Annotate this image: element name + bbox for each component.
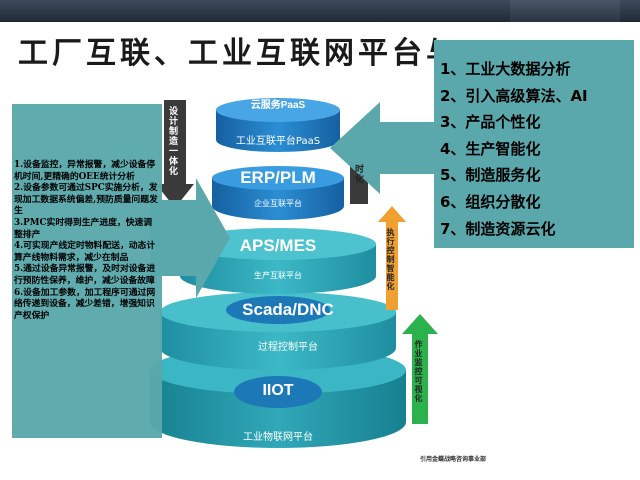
layer-cloud-subtitle: 工业互联平台PaaS	[235, 136, 321, 147]
list-item: 5、制造服务化	[440, 166, 541, 185]
layer-cloud-paas-cylinder	[216, 98, 340, 152]
layer-cloud-title: 云服务PaaS	[250, 100, 306, 111]
list-item: 4、生产智能化	[440, 139, 541, 158]
list-item: 3、产品个性化	[440, 113, 541, 132]
layer-iiot-title: IIOT	[262, 382, 294, 399]
left-benefits-list: 1.设备监控，异常报警，减少设备停机时间,更精确的OEE统计分析 2.设备参数可…	[14, 160, 160, 322]
layer-erp-plm-cylinder	[212, 166, 344, 220]
list-item: 6、组织分散化	[440, 192, 541, 211]
list-item: 1.设备监控，异常报警，减少设备停机时间,更精确的OEE统计分析	[14, 160, 156, 182]
top-banner	[0, 0, 640, 22]
left-benefits-panel	[12, 104, 162, 438]
layer-iiot-subtitle: 工业物联网平台	[243, 432, 313, 443]
layer-erp-subtitle: 企业互联平台	[254, 199, 302, 208]
top-banner-notch	[510, 0, 620, 22]
list-item: 6.设备加工参数，加工程序可通过网络传递到设备，减少差错，增强知识产权保护	[14, 287, 156, 321]
partial-arrow-label: 时化	[353, 164, 363, 184]
orange-arrow-label: 执行控制智能化	[386, 228, 395, 291]
down-arrow	[156, 100, 194, 208]
layer-aps-title: APS/MES	[239, 236, 317, 255]
source-credit: 引用金蝶战略咨询事业部	[420, 456, 487, 463]
layer-scada-subtitle: 过程控制平台	[258, 342, 318, 353]
list-item: 2、引入高级算法、AI	[440, 86, 588, 105]
list-item: 3.PMC实时得到生产进度，快速调整排产	[14, 217, 153, 240]
layer-aps-subtitle: 生产互联平台	[254, 271, 302, 280]
down-arrow-label: 设计制造一体化	[167, 106, 177, 176]
layer-scada-title: Scada/DNC	[242, 300, 334, 319]
list-item: 5.通过设备异常报警，及时对设备进行预防性保养，维护，减少设备故障	[14, 264, 156, 286]
green-up-arrow	[402, 314, 438, 424]
green-arrow-label: 作业监控可视化	[414, 340, 423, 403]
right-arrow-shape	[330, 102, 436, 194]
layer-scada-cylinder	[160, 292, 396, 370]
right-capabilities-panel	[434, 40, 634, 248]
left-arrow-shape	[150, 178, 230, 298]
right-capabilities-list: 1、工业大数据分析 2、引入高级算法、AI 3、产品个性化 4、生产智能化 5、…	[440, 56, 588, 242]
list-item: 2.设备参数可通过SPC实施分析，发现加工数据系统偏差,预防质量问题发生	[14, 183, 158, 217]
layer-aps-mes-cylinder	[180, 228, 376, 294]
list-item: 4.可实现产线定时物料配送，动态计算产线物料需求，减少在制品	[14, 241, 156, 263]
list-item: 7、制造资源云化	[440, 219, 556, 238]
orange-up-arrow	[378, 206, 406, 310]
list-item: 1、工业大数据分析	[440, 60, 571, 78]
layer-erp-title: ERP/PLM	[240, 168, 316, 187]
page-title: 工厂互联、工业互联网平台与	[18, 36, 460, 71]
